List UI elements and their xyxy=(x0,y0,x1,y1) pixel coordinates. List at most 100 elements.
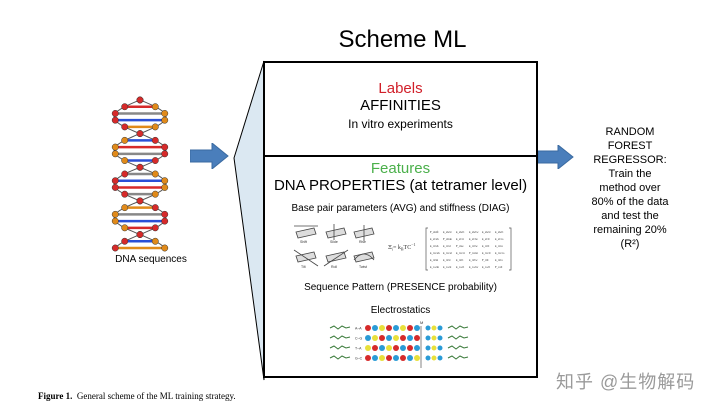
watermark: 知乎 @生物解码 xyxy=(556,372,696,392)
rf-line: RANDOM xyxy=(605,126,655,138)
electro-dot xyxy=(365,325,371,331)
funnel-shape xyxy=(233,60,265,381)
rf-line: (R²) xyxy=(620,238,640,250)
matrix-cell: k_tl/sl xyxy=(443,258,451,262)
matrix-cell: F_tilt xyxy=(482,258,489,262)
section-divider xyxy=(263,155,538,157)
electro-dot xyxy=(425,335,431,341)
matrix-cell: k_tw/sl xyxy=(443,251,452,255)
scheme-box xyxy=(263,61,538,378)
rf-line: method over xyxy=(599,182,661,194)
electro-dot xyxy=(386,355,392,361)
matrix-cell: k_sl/ro xyxy=(495,237,504,241)
matrix-cell: k_ro/tw xyxy=(469,265,479,269)
dna-backbone-atom xyxy=(136,163,144,171)
electro-dot xyxy=(414,345,420,351)
matrix-cell: F_shift xyxy=(430,230,439,234)
molecule-right xyxy=(447,325,469,330)
electrostatics-illustration: M A–AC–GT–AG–C xyxy=(329,320,469,368)
matrix-cell: k_sh/sl xyxy=(443,230,452,234)
features-heading: Features xyxy=(370,160,431,177)
dna-backbone-atom xyxy=(161,244,169,252)
dna-backbone-atom xyxy=(151,190,159,198)
electro-dot xyxy=(393,325,399,331)
electro-dot xyxy=(425,345,431,351)
matrix-cell: k_ro/tl xyxy=(482,265,490,269)
electro-dot xyxy=(431,325,437,331)
electro-dot xyxy=(393,345,399,351)
electro-dot xyxy=(386,345,392,351)
dna-backbone-atom xyxy=(121,123,129,131)
matrix-cell: k_tw/ri xyxy=(456,251,465,255)
electro-dot xyxy=(437,325,443,331)
electro-dot xyxy=(379,355,385,361)
rf-line: and test the xyxy=(601,210,659,222)
electro-dot xyxy=(379,345,385,351)
dna-backbone-atom xyxy=(111,143,119,151)
electro-row-label: A–A xyxy=(355,327,362,331)
electro-dot xyxy=(386,325,392,331)
dna-backbone-atom xyxy=(136,197,144,205)
bp-label-roll: Roll xyxy=(331,265,337,269)
electrostatics-rows: A–AC–GT–AG–C xyxy=(329,325,469,361)
electro-dot xyxy=(407,325,413,331)
dna-backbone-atom xyxy=(111,150,119,158)
dna-backbone-atom xyxy=(121,136,129,144)
dna-backbone-atom xyxy=(151,170,159,178)
dna-backbone-atom xyxy=(151,204,159,212)
electro-dot xyxy=(372,355,378,361)
scheme-title: Scheme ML xyxy=(338,26,467,53)
dna-backbone-atom xyxy=(111,177,119,185)
electro-dot xyxy=(414,335,420,341)
dna-backbone-atom xyxy=(161,110,169,117)
rf-line: REGRESSOR: xyxy=(593,154,667,166)
matrix-cell: F_slide xyxy=(443,237,453,241)
dna-backbone-atom xyxy=(151,123,159,131)
rf-line: 80% of the data xyxy=(591,196,669,208)
bp-label-twist: Twist xyxy=(359,265,367,269)
matrix-cell: F_rise xyxy=(456,244,464,248)
dna-backbone-atom xyxy=(136,96,144,104)
electro-dot xyxy=(437,345,443,351)
random-forest-text: RANDOM FOREST REGRESSOR: Train the metho… xyxy=(570,125,690,251)
electro-dot xyxy=(437,355,443,361)
electro-dot xyxy=(393,335,399,341)
electro-dot xyxy=(437,335,443,341)
molecule-left xyxy=(329,355,351,360)
electro-dot xyxy=(400,325,406,331)
rf-line: FOREST xyxy=(607,140,653,152)
electro-row-label: G–C xyxy=(355,357,363,361)
matrix-cell: k_ri/ro xyxy=(495,244,504,248)
dna-backbone-atom xyxy=(111,244,119,252)
electrostatics-text: Electrostatics xyxy=(370,305,431,316)
electro-dot xyxy=(365,355,371,361)
base-pair-parameters-text: Base pair parameters (AVG) and stiffness… xyxy=(291,203,510,214)
matrix-cell: k_ro/sh xyxy=(430,265,440,269)
equation-sub-i: i xyxy=(392,247,394,252)
matrix-cell: k_tw/sh xyxy=(430,251,440,255)
matrix-cell: k_tw/ro xyxy=(495,251,505,255)
electro-dot xyxy=(386,335,392,341)
affinities-title: AFFINITIES xyxy=(360,97,441,114)
dna-backbone-atom xyxy=(161,217,169,225)
figure-caption: Figure 1. General scheme of the ML train… xyxy=(38,391,236,401)
equation-power: −1 xyxy=(411,242,415,247)
electro-dot xyxy=(425,325,431,331)
matrix-cell: k_sh/sl xyxy=(482,230,491,234)
electro-dot xyxy=(393,355,399,361)
molecule-right xyxy=(447,335,469,340)
dna-backbone-atom xyxy=(111,217,119,225)
dna-helix-image xyxy=(111,96,169,252)
electro-dot xyxy=(407,355,413,361)
matrix-cell: k_ri/tl xyxy=(482,244,489,248)
arrow-right-icon xyxy=(538,145,574,169)
bp-label-slide: Slide xyxy=(330,240,338,244)
dna-properties-title: DNA PROPERTIES (at tetramer level) xyxy=(273,177,528,194)
dna-backbone-atom xyxy=(121,157,129,164)
matrix-cell: k_sl/ri xyxy=(456,237,464,241)
molecule-right xyxy=(447,345,469,350)
arrow-right-icon xyxy=(190,143,229,169)
dna-backbone-atom xyxy=(121,237,129,245)
electro-dot xyxy=(425,355,431,361)
